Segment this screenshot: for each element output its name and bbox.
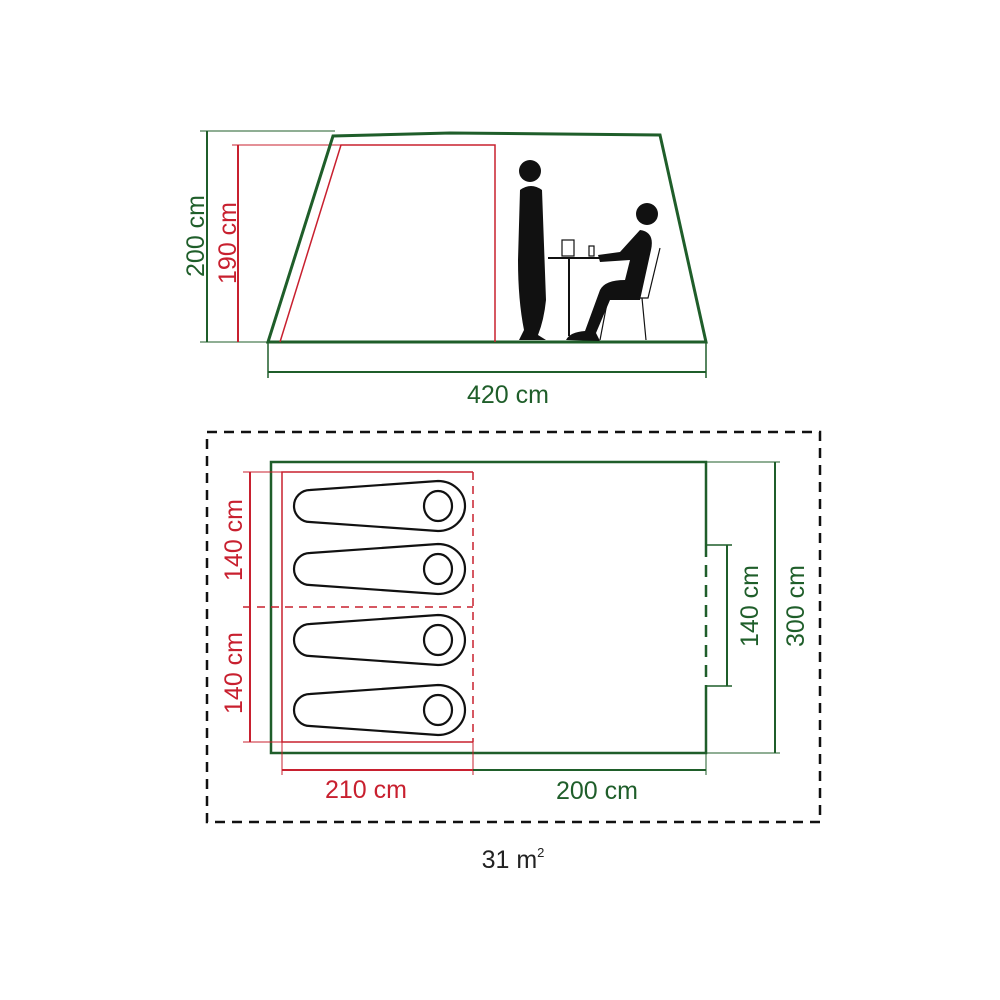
door-dimension-140	[706, 544, 732, 687]
sleeping-bag-pillow-icon	[422, 693, 454, 727]
floor-plan	[205, 430, 822, 824]
side-view	[200, 130, 708, 378]
height-dimension-200	[200, 130, 335, 343]
label-living-depth: 200 cm	[556, 777, 638, 805]
length-dimension-420	[267, 342, 707, 378]
sleeping-bag-icon	[292, 542, 467, 596]
living-depth-dimension-200	[473, 753, 707, 775]
bedroom-floor-outline	[243, 471, 474, 743]
bedroom-outline	[279, 144, 496, 343]
sleeping-bag-icon	[292, 479, 467, 533]
label-total-height: 200 cm	[182, 195, 210, 277]
tent-outline	[265, 131, 708, 344]
label-total-width: 300 cm	[782, 565, 810, 647]
label-length: 420 cm	[467, 381, 549, 409]
sleeping-bag-pillow-icon	[422, 489, 454, 523]
label-bedroom-depth: 210 cm	[325, 776, 407, 804]
area-value: 31 m	[482, 846, 538, 874]
seated-person-icon	[566, 203, 658, 341]
label-bedroom-upper: 140 cm	[220, 499, 248, 581]
area-superscript: 2	[537, 845, 544, 860]
tent-floor-outline	[269, 460, 708, 755]
label-bedroom-height: 190 cm	[214, 202, 242, 284]
standing-person-icon	[518, 160, 546, 340]
label-door-width: 140 cm	[736, 565, 764, 647]
height-dimension-190	[232, 144, 345, 342]
width-dimension-300	[706, 461, 780, 754]
footprint-dashed-outline	[205, 430, 822, 824]
label-bedroom-lower: 140 cm	[220, 632, 248, 714]
sleeping-bag-pillow-icon	[422, 552, 454, 586]
sleeping-bag-pillow-icon	[422, 623, 454, 657]
sleeping-bag-icon	[292, 613, 467, 667]
bedroom-depth-dimension-210	[281, 742, 474, 775]
sleeping-bag-icon	[292, 683, 467, 737]
label-area: 31 m2	[482, 845, 545, 874]
